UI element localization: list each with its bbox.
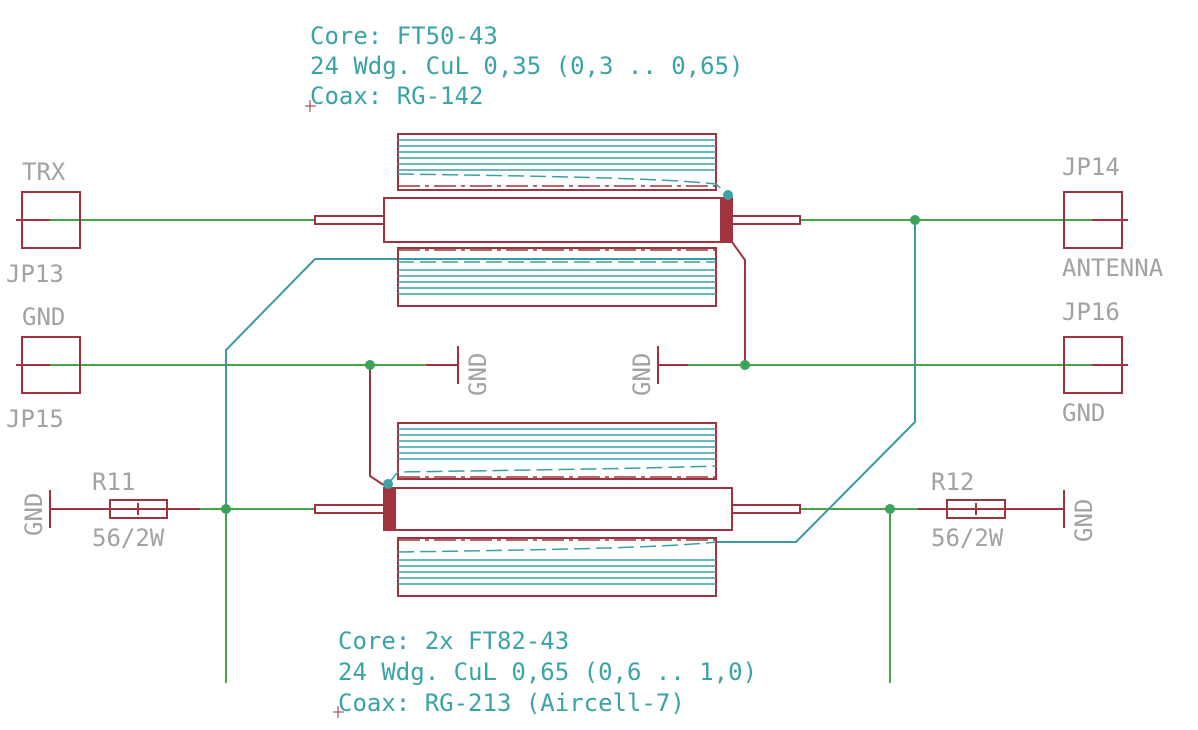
gnd-symbol-r12: GND <box>1063 490 1098 542</box>
jp16-value: GND <box>1062 399 1105 427</box>
note-origin-cross <box>333 706 344 718</box>
top-note-winding: 24 Wdg. CuL 0,35 (0,3 .. 0,65) <box>310 52 743 80</box>
bottom-winding-lower <box>398 559 716 585</box>
r11-name: R11 <box>92 468 135 496</box>
bottom-note-winding: 24 Wdg. CuL 0,65 (0,6 .. 1,0) <box>338 658 757 686</box>
junction-dot <box>365 360 375 370</box>
top-core-lower <box>397 247 717 307</box>
top-note-core: Core: FT50-43 <box>310 22 498 50</box>
top-note-coax: Coax: RG-142 <box>310 82 483 110</box>
resistor-r11: R11 56/2W <box>50 468 200 552</box>
top-winding-upper <box>398 139 716 171</box>
gnd-label: GND <box>1070 499 1098 542</box>
connector-jp14: JP14 ANTENNA <box>1062 153 1164 282</box>
bottom-coax-body <box>383 487 733 531</box>
connector-jp15: GND JP15 <box>6 303 81 433</box>
top-coax-end <box>720 198 732 242</box>
resistor-r12: R12 56/2W <box>918 468 1064 552</box>
top-shield-to-gnd <box>731 241 746 365</box>
gnd-label: GND <box>628 353 656 396</box>
bottom-note-core: Core: 2x FT82-43 <box>338 627 569 655</box>
top-coax-body <box>383 197 733 243</box>
ground-icon <box>426 346 459 384</box>
bottom-winding-upper <box>398 428 716 460</box>
junctions <box>221 190 920 514</box>
jp13-name: JP13 <box>6 260 64 288</box>
gnd-symbol-r11: GND <box>20 490 51 536</box>
top-transformer <box>314 133 801 365</box>
bottom-core-upper <box>397 422 717 480</box>
junction-dot <box>383 479 393 489</box>
gnd-symbol-center-right: GND <box>628 346 688 396</box>
bottom-winding-upper-return <box>387 465 717 485</box>
bottom-note-coax: Coax: RG-213 (Aircell-7) <box>338 689 685 717</box>
junction-dot <box>740 360 750 370</box>
r12-name: R12 <box>931 468 974 496</box>
note-origin-cross <box>305 100 316 112</box>
junction-dot <box>910 215 920 225</box>
gnd-label: GND <box>20 493 48 536</box>
top-winding-lower <box>398 269 716 295</box>
junction-dot <box>221 504 231 514</box>
gnd-symbol-center-left: GND <box>426 346 492 396</box>
jp16-name: JP16 <box>1062 298 1120 326</box>
bottom-shield-to-gnd <box>369 365 389 489</box>
bottom-coax-end <box>384 488 396 530</box>
connector-jp13: TRX JP13 <box>6 158 81 288</box>
r11-plus-icon <box>132 503 144 515</box>
wires <box>50 219 1092 683</box>
r11-body <box>109 499 168 519</box>
bottom-transformer <box>314 365 801 597</box>
coax-wire-left <box>225 258 716 509</box>
coax-wire-right <box>716 220 916 543</box>
junction-dot <box>885 504 895 514</box>
bottom-winding-lower-return <box>397 541 717 553</box>
top-coax-pin-left <box>314 215 385 225</box>
junction-dot <box>723 190 733 200</box>
bottom-coax-pin-right <box>731 504 801 514</box>
connector-jp16: JP16 GND <box>1062 298 1128 427</box>
ground-icon <box>657 346 688 384</box>
r11-value: 56/2W <box>92 524 165 552</box>
r12-body <box>946 499 1006 519</box>
gnd-label: GND <box>464 353 492 396</box>
bottom-coax-pin-left <box>314 504 385 514</box>
bottom-core-lower <box>397 537 717 597</box>
jp15-value: GND <box>22 303 65 331</box>
bottom-coax-note: Core: 2x FT82-43 24 Wdg. CuL 0,65 (0,6 .… <box>338 627 757 717</box>
jp14-value: ANTENNA <box>1062 254 1164 282</box>
coax-connections <box>225 220 916 543</box>
top-coax-note: Core: FT50-43 24 Wdg. CuL 0,35 (0,3 .. 0… <box>310 22 743 110</box>
jp13-value: TRX <box>22 158 66 186</box>
top-winding-upper-return <box>397 173 729 196</box>
top-core-upper <box>397 133 717 191</box>
top-coax-pin-right <box>731 215 801 225</box>
jp14-name: JP14 <box>1062 153 1120 181</box>
jp15-name: JP15 <box>6 405 64 433</box>
r12-value: 56/2W <box>931 524 1004 552</box>
r12-plus-icon <box>970 503 982 515</box>
